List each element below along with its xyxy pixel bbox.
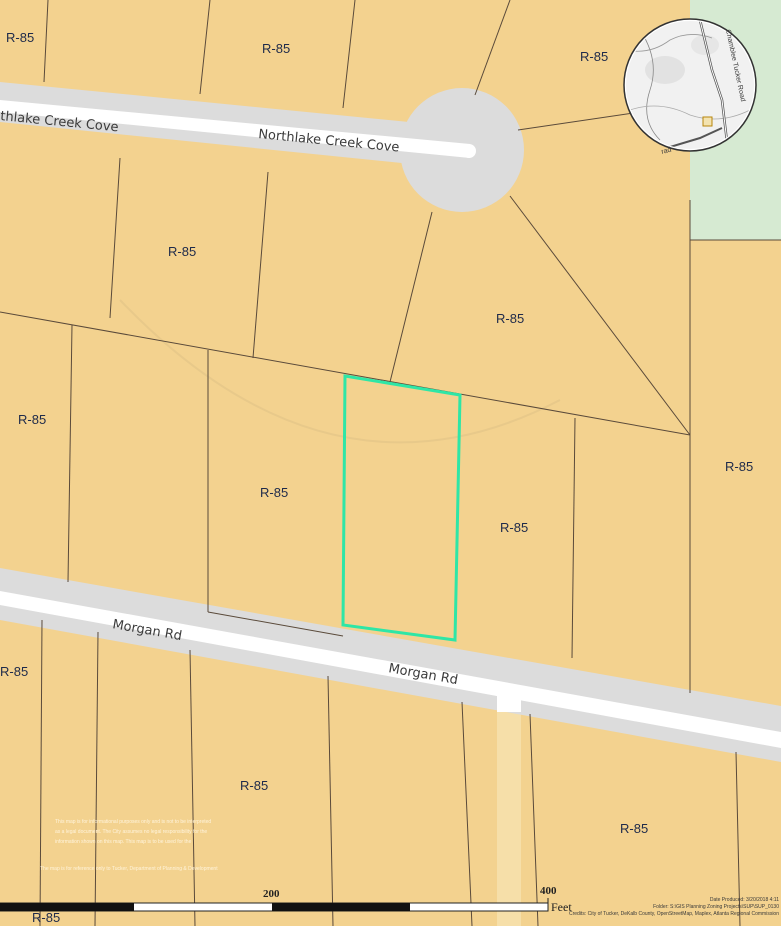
svg-text:Folder: S:\GIS Planning Zoning: Folder: S:\GIS Planning Zoning Projects\…	[653, 904, 779, 910]
subject-parcel[interactable]	[341, 374, 462, 642]
disclaimer: This map is for informational purposes o…	[40, 819, 218, 872]
zoning-label: R-85	[32, 910, 60, 925]
inset-subject-marker	[702, 116, 713, 127]
zoning-label: R-85	[580, 49, 608, 64]
zoning-labels: R-85 R-85 R-85 R-85 R-85 R-85 R-85 R-85 …	[0, 30, 753, 925]
svg-text:as a legal document. The City: as a legal document. The City assumes no…	[55, 829, 207, 835]
zoning-label: R-85	[496, 311, 524, 326]
zoning-label: R-85	[260, 485, 288, 500]
svg-text:Date Produced: 3/20/2018 4:11: Date Produced: 3/20/2018 4:11	[710, 897, 779, 903]
scale-label-200: 200	[263, 888, 280, 900]
zoning-label: R-85	[500, 520, 528, 535]
zoning-label: R-85	[6, 30, 34, 45]
production-notes: Date Produced: 3/20/2018 4:11 Folder: S:…	[569, 897, 779, 917]
svg-text:information shown on this map.: information shown on this map. This map …	[55, 839, 192, 845]
easement-curve	[119, 299, 561, 444]
zoning-label: R-85	[0, 664, 28, 679]
zoning-label: R-85	[262, 41, 290, 56]
driveway	[497, 690, 521, 926]
zoning-label: R-85	[240, 778, 268, 793]
svg-text:The map is for reference only: The map is for reference only to Tucker,…	[40, 866, 218, 872]
inset-locator-map[interactable]: Chamblee Tucker Road rad	[623, 18, 757, 156]
svg-text:This map is for informational: This map is for informational purposes o…	[55, 819, 211, 825]
morgan-road	[0, 568, 781, 762]
inset-road-partial: rad	[661, 147, 673, 156]
scale-unit: Feet	[551, 900, 572, 914]
northlake-creek-cove-road	[0, 82, 524, 212]
scale-label-400: 400	[540, 885, 557, 897]
scale-bar: 200 400 Feet	[0, 885, 572, 914]
zoning-label: R-85	[725, 459, 753, 474]
svg-text:Credits: City of Tucker, DeKal: Credits: City of Tucker, DeKalb County, …	[569, 911, 779, 917]
zoning-label: R-85	[168, 244, 196, 259]
zoning-label: R-85	[620, 821, 648, 836]
zoning-label: R-85	[18, 412, 46, 427]
